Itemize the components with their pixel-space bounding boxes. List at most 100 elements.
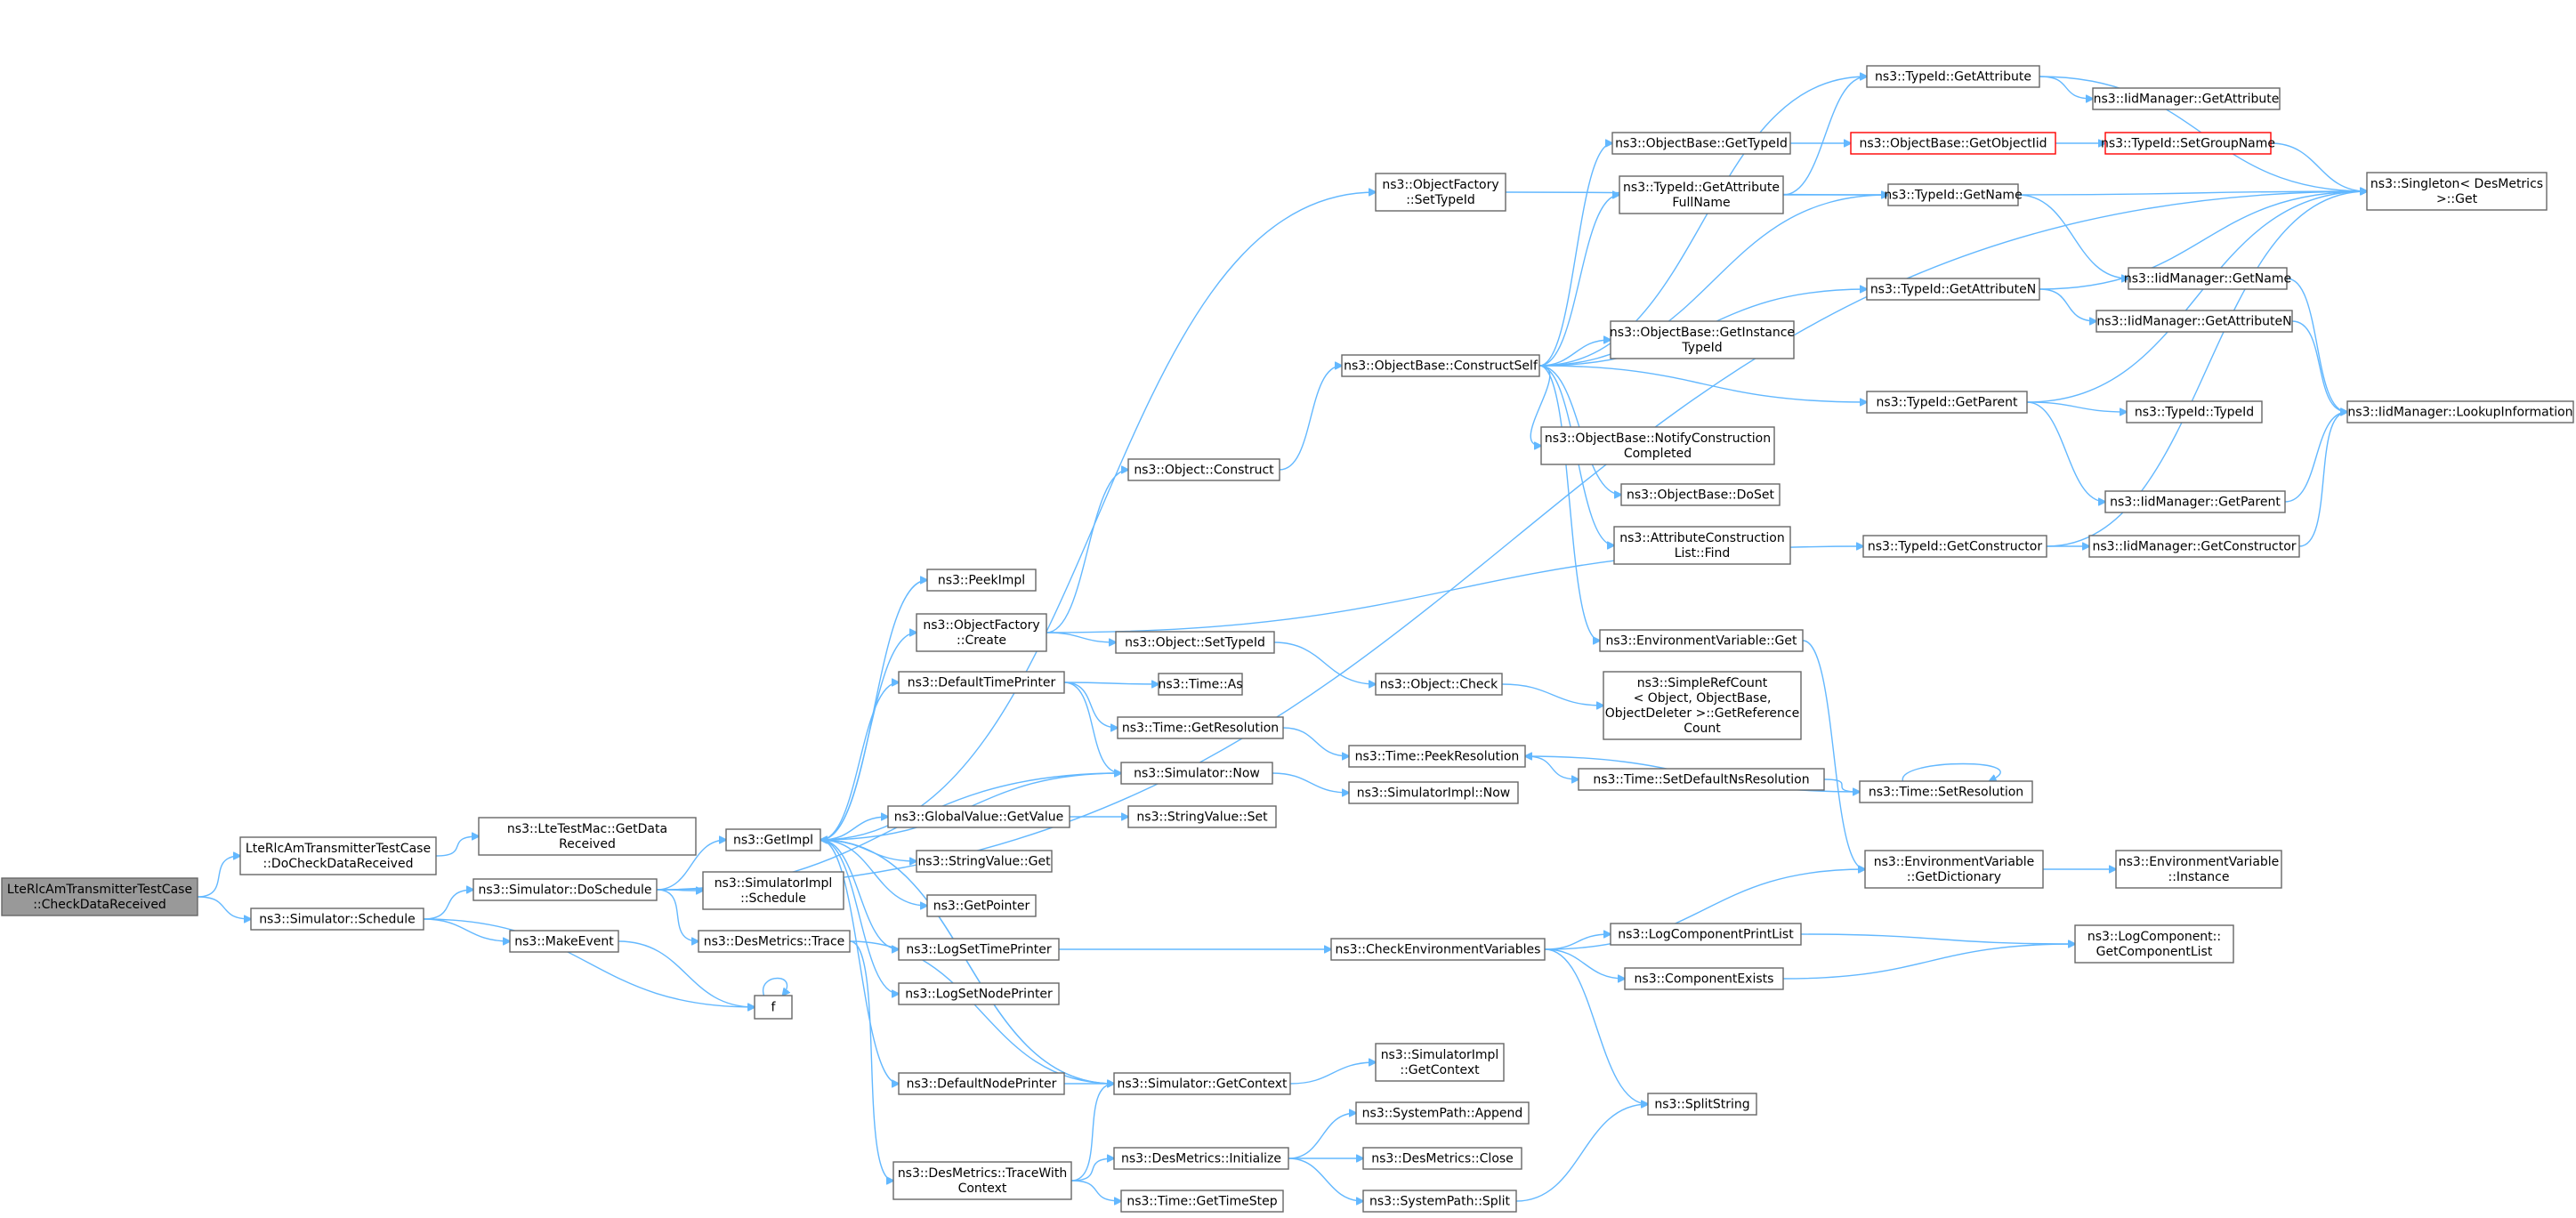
node-timePeekRes[interactable]: ns3::Time::PeekResolution [1348, 745, 1526, 768]
node-svGet[interactable]: ns3::StringValue::Get [916, 850, 1053, 873]
node-timeAs[interactable]: ns3::Time::As [1158, 673, 1243, 696]
node-label: ns3::TypeId::GetAttribute [1623, 181, 1780, 195]
node-timeGetRes[interactable]: ns3::Time::GetResolution [1117, 716, 1284, 739]
node-doCheck[interactable]: LteRlcAmTransmitterTestCase::DoCheckData… [239, 836, 437, 875]
node-schedule[interactable]: ns3::Simulator::Schedule [250, 907, 424, 931]
node-gvGetValue[interactable]: ns3::GlobalValue::GetValue [887, 805, 1070, 828]
node-tidGetName[interactable]: ns3::TypeId::GetName [1884, 183, 2023, 206]
edge [2026, 401, 2105, 502]
node-doSchedule[interactable]: ns3::Simulator::DoSchedule [472, 878, 658, 901]
node-simNow[interactable]: ns3::Simulator::Now [1120, 762, 1273, 785]
node-objCheck[interactable]: ns3::Object::Check [1375, 673, 1503, 696]
node-obDoSet[interactable]: ns3::ObjectBase::DoSet [1620, 483, 1781, 506]
node-box [1113, 1147, 1289, 1170]
edge-tidGetCtor-to-singletonGet [2046, 191, 2367, 547]
node-label: ns3::TypeId::SetGroupName [2101, 137, 2275, 151]
node-obGetObjTid[interactable]: ns3::ObjectBase::GetObjectIid [1850, 132, 2056, 155]
node-box [1647, 1093, 1757, 1116]
node-checkEnv[interactable]: ns3::CheckEnvironmentVariables [1330, 938, 1546, 961]
node-getImpl[interactable]: ns3::GetImpl [725, 828, 821, 851]
edge-getImpl-to-logSetNode [820, 839, 899, 994]
node-tidGetAttr[interactable]: ns3::TypeId::GetAttribute [1866, 65, 2040, 88]
node-defNodePrinter[interactable]: ns3::DefaultNodePrinter [898, 1072, 1065, 1095]
node-svSet[interactable]: ns3::StringValue::Set [1127, 805, 1277, 828]
edge-simGetContext-to-simImplGetCtx [1289, 1062, 1376, 1085]
edge [1538, 365, 1867, 402]
node-simImplSchedule[interactable]: ns3::SimulatorImpl::Schedule [702, 871, 844, 910]
node-tidGetAttrN[interactable]: ns3::TypeId::GetAttributeN [1866, 278, 2040, 301]
node-ofCreate[interactable]: ns3::ObjectFactory::Create [916, 613, 1047, 652]
node-box [1862, 535, 2047, 558]
node-logSetTime[interactable]: ns3::LogSetTimePrinter [898, 938, 1060, 961]
node-box [1341, 354, 1540, 377]
node-logSetNode[interactable]: ns3::LogSetNodePrinter [898, 982, 1060, 1005]
node-ofSetTypeId[interactable]: ns3::ObjectFactory::SetTypeId [1375, 173, 1506, 212]
edge [849, 940, 1114, 1084]
node-lcGetList[interactable]: ns3::LogComponent::GetComponentList [2074, 924, 2234, 964]
node-splitString[interactable]: ns3::SplitString [1647, 1093, 1757, 1116]
node-srcGetRef[interactable]: ns3::SimpleRefCount< Object, ObjectBase,… [1603, 671, 1802, 740]
node-tidGetCtor[interactable]: ns3::TypeId::GetConstructor [1862, 535, 2047, 558]
node-iidLookup[interactable]: ns3::IidManager::LookupInformation [2346, 400, 2574, 423]
node-iidGetParent[interactable]: ns3::IidManager::GetParent [2104, 490, 2286, 513]
node-simGetContext[interactable]: ns3::Simulator::GetContext [1113, 1072, 1291, 1095]
node-timeSetDefNs[interactable]: ns3::Time::SetDefaultNsResolution [1578, 768, 1825, 791]
node-simImplGetCtx[interactable]: ns3::SimulatorImpl::GetContext [1375, 1043, 1505, 1082]
edge-objSetTypeId-to-objCheck [1273, 641, 1376, 684]
node-obNotify[interactable]: ns3::ObjectBase::NotifyConstructionCompl… [1540, 426, 1775, 465]
node-box [509, 930, 619, 953]
node-iidGetName[interactable]: ns3::IidManager::GetName [2124, 267, 2291, 290]
node-defTimePrinter[interactable]: ns3::DefaultTimePrinter [898, 671, 1065, 694]
node-envInstance[interactable]: ns3::EnvironmentVariable::Instance [2115, 850, 2282, 889]
edge [1538, 143, 1612, 367]
edge [820, 839, 899, 994]
node-compExists[interactable]: ns3::ComponentExists [1624, 967, 1784, 990]
node-makeEvent[interactable]: ns3::MakeEvent [509, 930, 619, 953]
node-iidGetAttr[interactable]: ns3::IidManager::GetAttribute [2092, 87, 2281, 110]
node-timeGetStep[interactable]: ns3::Time::GetTimeStep [1120, 1190, 1284, 1213]
node-box [1540, 426, 1775, 465]
node-box [1610, 320, 1795, 359]
edge [1070, 1180, 1121, 1201]
node-objConstruct[interactable]: ns3::Object::Construct [1127, 458, 1280, 481]
node-getPointer[interactable]: ns3::GetPointer [926, 894, 1037, 917]
node-logPrintList[interactable]: ns3::LogComponentPrintList [1610, 923, 1802, 946]
node-desTrace[interactable]: ns3::DesMetrics::Trace [698, 930, 851, 953]
edge [1279, 366, 1342, 471]
node-envGet[interactable]: ns3::EnvironmentVariable::Get [1599, 629, 1804, 652]
node-tidSetGroup[interactable]: ns3::TypeId::SetGroupName [2101, 132, 2275, 155]
node-desInit[interactable]: ns3::DesMetrics::Initialize [1113, 1147, 1289, 1170]
node-obConstructSelf[interactable]: ns3::ObjectBase::ConstructSelf [1341, 354, 1540, 377]
node-tidTypeId[interactable]: ns3::TypeId::TypeId [2126, 400, 2263, 423]
edge [435, 836, 479, 857]
node-label: ns3::TypeId::GetName [1884, 189, 2022, 203]
node-spSplit[interactable]: ns3::SystemPath::Split [1362, 1190, 1517, 1213]
node-objSetTypeId[interactable]: ns3::Object::SetTypeId [1115, 631, 1275, 654]
edge-schedule-to-f [423, 918, 755, 1007]
node-box [898, 938, 1060, 961]
node-box [2115, 850, 2282, 889]
node-spAppend[interactable]: ns3::SystemPath::Append [1355, 1101, 1530, 1125]
edge-spSplit-to-splitString [1515, 1104, 1648, 1202]
node-tidGetParent[interactable]: ns3::TypeId::GetParent [1866, 391, 2028, 414]
node-box [2088, 535, 2300, 558]
node-peekImpl[interactable]: ns3::PeekImpl [926, 569, 1037, 592]
node-timeSetRes[interactable]: ns3::Time::SetResolution [1859, 780, 2033, 803]
node-obGetTypeId[interactable]: ns3::ObjectBase::GetTypeId [1611, 132, 1791, 155]
node-label: ns3::Time::As [1158, 678, 1242, 692]
node-root[interactable]: LteRlcAmTransmitterTestCase::CheckDataRe… [1, 877, 198, 916]
node-desClose[interactable]: ns3::DesMetrics::Close [1362, 1147, 1522, 1170]
node-iidGetCtor[interactable]: ns3::IidManager::GetConstructor [2088, 535, 2300, 558]
node-iidGetAttrN[interactable]: ns3::IidManager::GetAttributeN [2096, 310, 2293, 333]
node-label: ObjectDeleter >::GetReference [1605, 706, 1799, 721]
node-envGetDict[interactable]: ns3::EnvironmentVariable::GetDictionary [1864, 850, 2044, 889]
edge-schedule-to-makeEvent [423, 918, 510, 941]
node-singletonGet[interactable]: ns3::Singleton< DesMetrics >::Get [2366, 172, 2548, 211]
node-simImplNow[interactable]: ns3::SimulatorImpl::Now [1348, 781, 1519, 804]
node-f[interactable]: f [754, 995, 793, 1020]
